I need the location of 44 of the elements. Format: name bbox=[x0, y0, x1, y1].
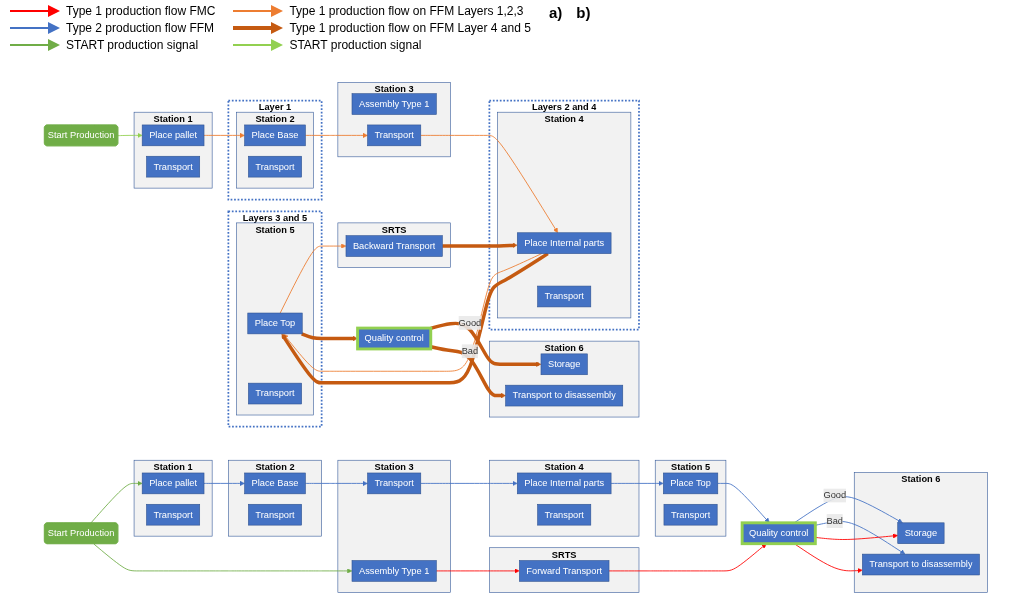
legend-text: Type 1 production flow FMC bbox=[66, 4, 216, 18]
node-box: Place pallet bbox=[141, 472, 205, 495]
node-box: Place Internal parts bbox=[517, 232, 612, 254]
node-box: Backward Transport bbox=[345, 235, 443, 257]
arrow bbox=[301, 332, 358, 342]
node-box: Quality control bbox=[356, 326, 433, 351]
node-box: Transport bbox=[537, 503, 592, 526]
node-box: Transport to disassembly bbox=[505, 384, 624, 407]
node-box: Transport bbox=[248, 503, 302, 526]
node-box: Transport bbox=[367, 124, 422, 147]
node-box: Forward Transport bbox=[519, 560, 610, 582]
arrow bbox=[430, 321, 542, 367]
node-box: Place pallet bbox=[141, 124, 205, 147]
panel-label: b) bbox=[576, 4, 591, 21]
legend-text: Type 2 production flow FFM bbox=[66, 21, 215, 35]
node-box: Transport to disassembly bbox=[862, 553, 980, 576]
node-box: Assembly Type 1 bbox=[351, 93, 437, 115]
node-box: Place Top bbox=[663, 472, 719, 495]
edge-label: Bad bbox=[461, 346, 479, 356]
legend-text: Type 1 production flow on FFM Layers 1,2,3 bbox=[289, 4, 524, 18]
node-box: Quality control bbox=[740, 521, 817, 546]
arrow bbox=[430, 345, 506, 399]
legend-text: Type 1 production flow on FFM Layer 4 and 5 bbox=[289, 21, 531, 35]
edge-label: Bad bbox=[826, 515, 844, 526]
legend-text: START production signal bbox=[289, 38, 422, 52]
node-box: Place Top bbox=[247, 312, 303, 335]
node-box: Place Base bbox=[244, 124, 306, 147]
node-box: Transport bbox=[537, 285, 592, 308]
node-box: Storage bbox=[897, 522, 945, 544]
legend-text: START production signal bbox=[66, 38, 199, 52]
edge-label: Good bbox=[458, 317, 482, 328]
node-box: Transport bbox=[248, 155, 302, 178]
node-box: Assembly Type 1 bbox=[351, 560, 437, 582]
arrow bbox=[441, 242, 518, 248]
node-box: Transport bbox=[663, 503, 718, 526]
panel-label: a) bbox=[548, 4, 563, 21]
node-box: Transport bbox=[248, 382, 302, 405]
node-box: Place Base bbox=[244, 472, 306, 495]
node-box: Place Internal parts bbox=[517, 472, 612, 495]
node-box: Transport bbox=[367, 472, 422, 495]
node-box: Storage bbox=[540, 353, 588, 376]
node-box: Transport bbox=[146, 155, 200, 178]
node-box: Transport bbox=[146, 503, 200, 526]
edge-label: Good bbox=[823, 490, 847, 501]
